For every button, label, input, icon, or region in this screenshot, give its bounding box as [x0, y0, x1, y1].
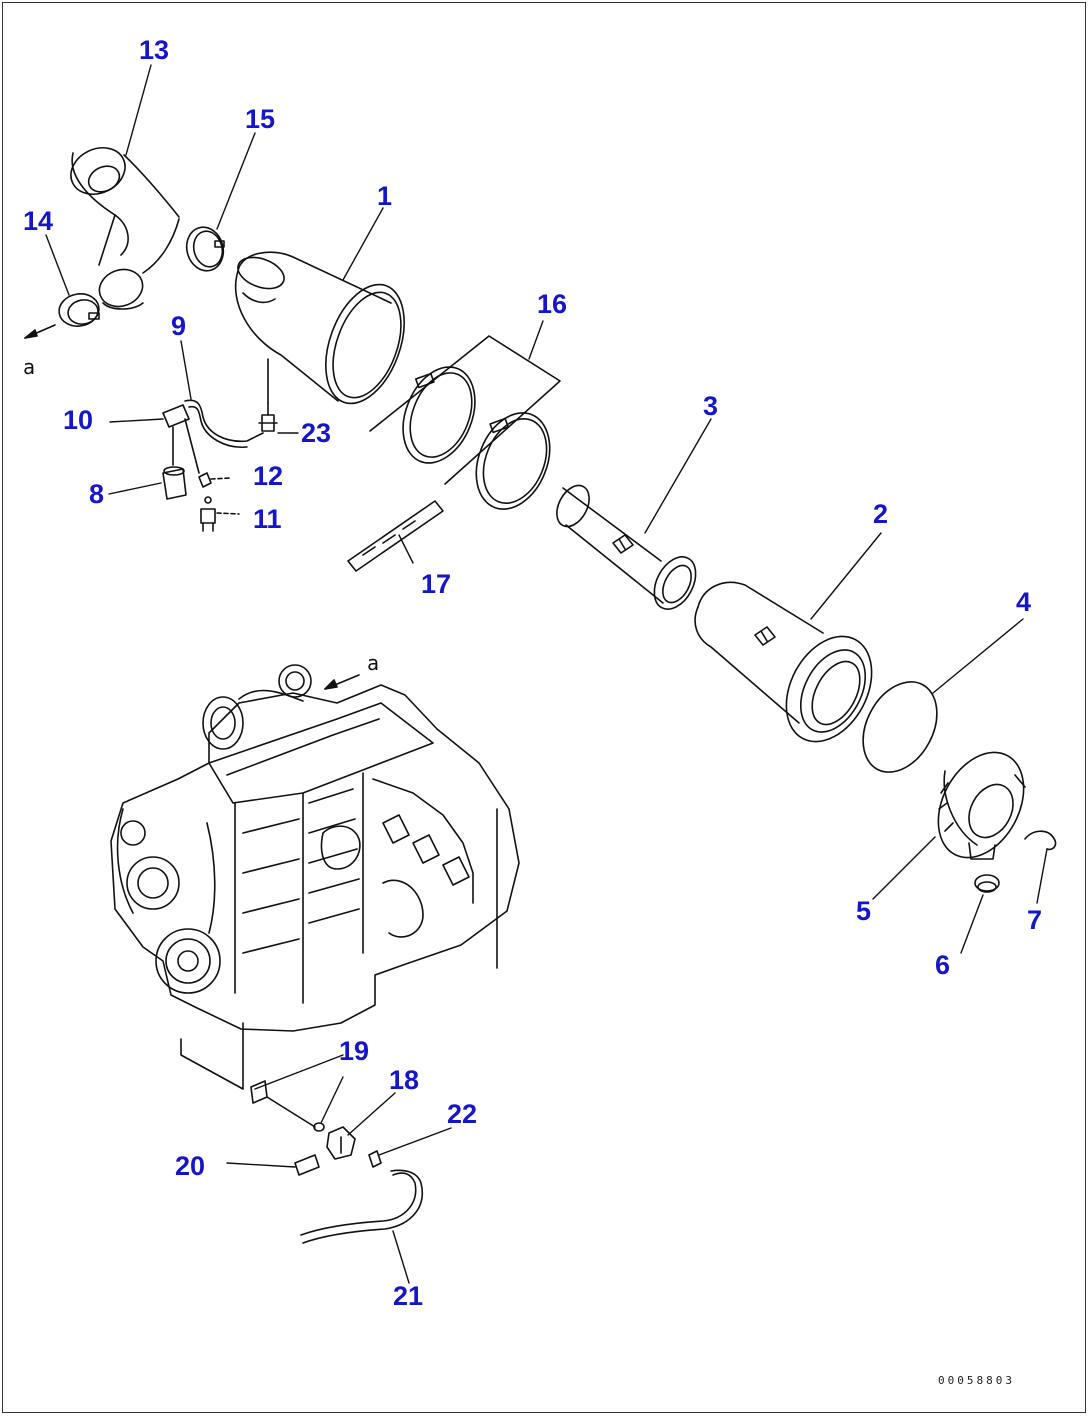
- engine-assembly: [110, 664, 520, 1104]
- indicator-hose-9: [184, 399, 264, 448]
- callout-19: 19: [339, 1036, 370, 1066]
- callout-18: 18: [389, 1065, 420, 1095]
- callout-4: 4: [1016, 587, 1032, 617]
- primary-element-2: [694, 581, 873, 743]
- callout-16: 16: [537, 289, 568, 319]
- clamp-set-16: [369, 335, 561, 510]
- callout-21: 21: [393, 1281, 424, 1311]
- connector-20: [294, 1154, 320, 1176]
- callout-12: 12: [253, 461, 284, 491]
- callout-3: 3: [703, 391, 719, 421]
- nut-12: [198, 472, 232, 488]
- cover-5: [937, 751, 1026, 860]
- callout-14: 14: [23, 206, 54, 236]
- strap-17: [347, 500, 444, 572]
- exploded-parts-drawing: [24, 64, 1057, 1284]
- reference-marker-engine: a: [367, 651, 380, 675]
- air-cleaner-body-1: [234, 251, 405, 405]
- hose-clamp-15: [185, 226, 225, 272]
- callout-9: 9: [171, 311, 187, 341]
- callout-7: 7: [1027, 905, 1043, 935]
- o-ring-4: [862, 681, 938, 773]
- fitting-18: [326, 1126, 356, 1160]
- callout-5: 5: [856, 896, 872, 926]
- callout-6: 6: [935, 950, 951, 980]
- callout-15: 15: [245, 104, 276, 134]
- drawing-code: 00058803: [938, 1374, 1015, 1387]
- fitting-23: [258, 402, 278, 432]
- clamp-22: [368, 1150, 382, 1168]
- dust-indicator-8: [162, 466, 187, 500]
- bolt-11: [200, 496, 240, 532]
- callout-2: 2: [873, 499, 889, 529]
- drain-hose-21: [300, 1169, 424, 1244]
- reference-arrow-engine: [324, 674, 360, 690]
- callout-22: 22: [447, 1099, 478, 1129]
- hose-clamp-14: [58, 293, 100, 327]
- callout-23: 23: [301, 418, 332, 448]
- hose-clip-7: [1024, 830, 1057, 851]
- callout-10: 10: [63, 405, 94, 435]
- leader-lines: [45, 64, 1048, 1284]
- safety-element-3: [556, 484, 697, 610]
- callout-1: 1: [377, 181, 393, 211]
- intake-elbow-hose-13: [70, 147, 180, 310]
- callout-13: 13: [139, 35, 170, 65]
- callout-8: 8: [89, 479, 105, 509]
- callout-20: 20: [175, 1151, 206, 1181]
- reference-marker-upper: a: [23, 355, 36, 379]
- reference-arrow-upper: [24, 324, 56, 339]
- elbow-19: [266, 1096, 325, 1132]
- evacuator-valve-6: [974, 874, 1000, 893]
- callout-11: 11: [253, 504, 282, 534]
- bracket-10: [162, 404, 200, 474]
- callout-17: 17: [421, 569, 452, 599]
